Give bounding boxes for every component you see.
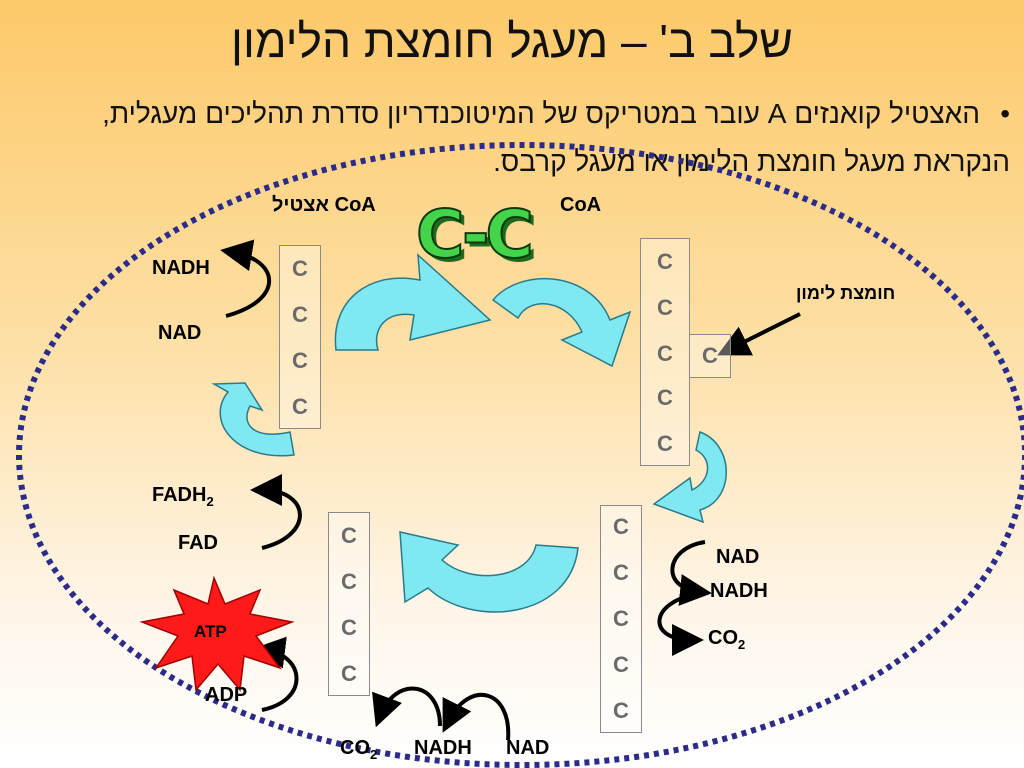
label-atp: ATP: [194, 622, 227, 641]
bullet-text: •האצטיל קואנזים A עובר במטריקס של המיטוכ…: [10, 90, 1010, 186]
fadh2-subscript: 2: [206, 494, 214, 509]
cycle-arrow-2: [491, 278, 632, 368]
carbon-cell: C: [292, 256, 308, 281]
acetyl-group-cc: C-C: [415, 195, 535, 274]
cycle-arrow-5: [211, 382, 295, 457]
nadh-bottom-arrow: [442, 692, 511, 741]
label-nadh-bottom: NADH: [414, 737, 472, 759]
carbon-cell: C: [292, 302, 308, 327]
carbon-cell: C: [657, 295, 673, 320]
co2-subscript: 2: [738, 637, 746, 652]
carbon-cell: C: [613, 698, 629, 723]
carbon-column-citrate: C C C C C: [640, 238, 690, 466]
label-co2-bottom: CO2: [340, 737, 377, 762]
adp-atp-arrow: [253, 636, 299, 712]
carbon-extra-box: C: [689, 334, 731, 378]
carbon-cell: C: [657, 385, 673, 410]
atp-star: [139, 575, 295, 692]
citric-acid-pointer: [717, 312, 801, 356]
co2-subscript: 2: [370, 747, 378, 762]
carbon-cell: C: [702, 343, 718, 368]
carbon-cell: C: [292, 394, 308, 419]
carbon-cell: C: [613, 606, 629, 631]
carbon-cell: C: [657, 249, 673, 274]
carbon-cell: C: [613, 514, 629, 539]
nadh-top-arrow: [220, 239, 271, 318]
label-nad-right: NAD: [716, 546, 760, 568]
carbon-column-4-bottom: C C C C: [328, 512, 370, 696]
label-coa: CoA: [560, 194, 602, 216]
cycle-arrow-1: [334, 253, 492, 351]
co2-text: CO: [340, 737, 370, 759]
label-co2-right: CO2: [708, 627, 745, 652]
co2-text: CO: [708, 627, 738, 649]
label-fadh2: FADH2: [152, 484, 214, 509]
label-fad: FAD: [178, 532, 218, 554]
carbon-cell: C: [341, 661, 357, 686]
bullet-body: האצטיל קואנזים A עובר במטריקס של המיטוכנ…: [102, 98, 1010, 177]
co2-right-arrow: [657, 592, 704, 656]
carbon-column-4-left: C C C C: [279, 245, 321, 429]
carbon-cell: C: [657, 341, 673, 366]
mitochondria-ellipse: [16, 142, 1024, 768]
label-citric-acid: חומצת לימון: [796, 283, 896, 303]
label-acetyl-coa: אצטיל CoA: [272, 194, 376, 216]
label-adp: ADP: [205, 684, 248, 706]
co2-bottom-arrow: [372, 686, 442, 728]
label-nadh-top: NADH: [152, 257, 210, 279]
carbon-cell: C: [341, 523, 357, 548]
bullet-dot: •: [1000, 98, 1010, 129]
cycle-arrow-4: [399, 531, 579, 613]
label-nad-top: NAD: [158, 322, 202, 344]
nad-right-arrow: [670, 540, 712, 606]
label-nadh-right: NADH: [710, 580, 768, 602]
fadh2-arrow: [250, 474, 302, 550]
label-nad-bottom: NAD: [506, 737, 550, 759]
slide-title: שלב ב' – מעגל חומצת הלימון: [231, 15, 793, 67]
carbon-column-5-right: C C C C C: [600, 505, 642, 733]
carbon-cell: C: [657, 431, 673, 456]
carbon-cell: C: [292, 348, 308, 373]
carbon-cell: C: [341, 569, 357, 594]
carbon-cell: C: [613, 560, 629, 585]
fadh2-text: FADH: [152, 484, 207, 506]
cycle-arrow-3: [652, 430, 727, 524]
carbon-cell: C: [341, 615, 357, 640]
carbon-cell: C: [613, 652, 629, 677]
